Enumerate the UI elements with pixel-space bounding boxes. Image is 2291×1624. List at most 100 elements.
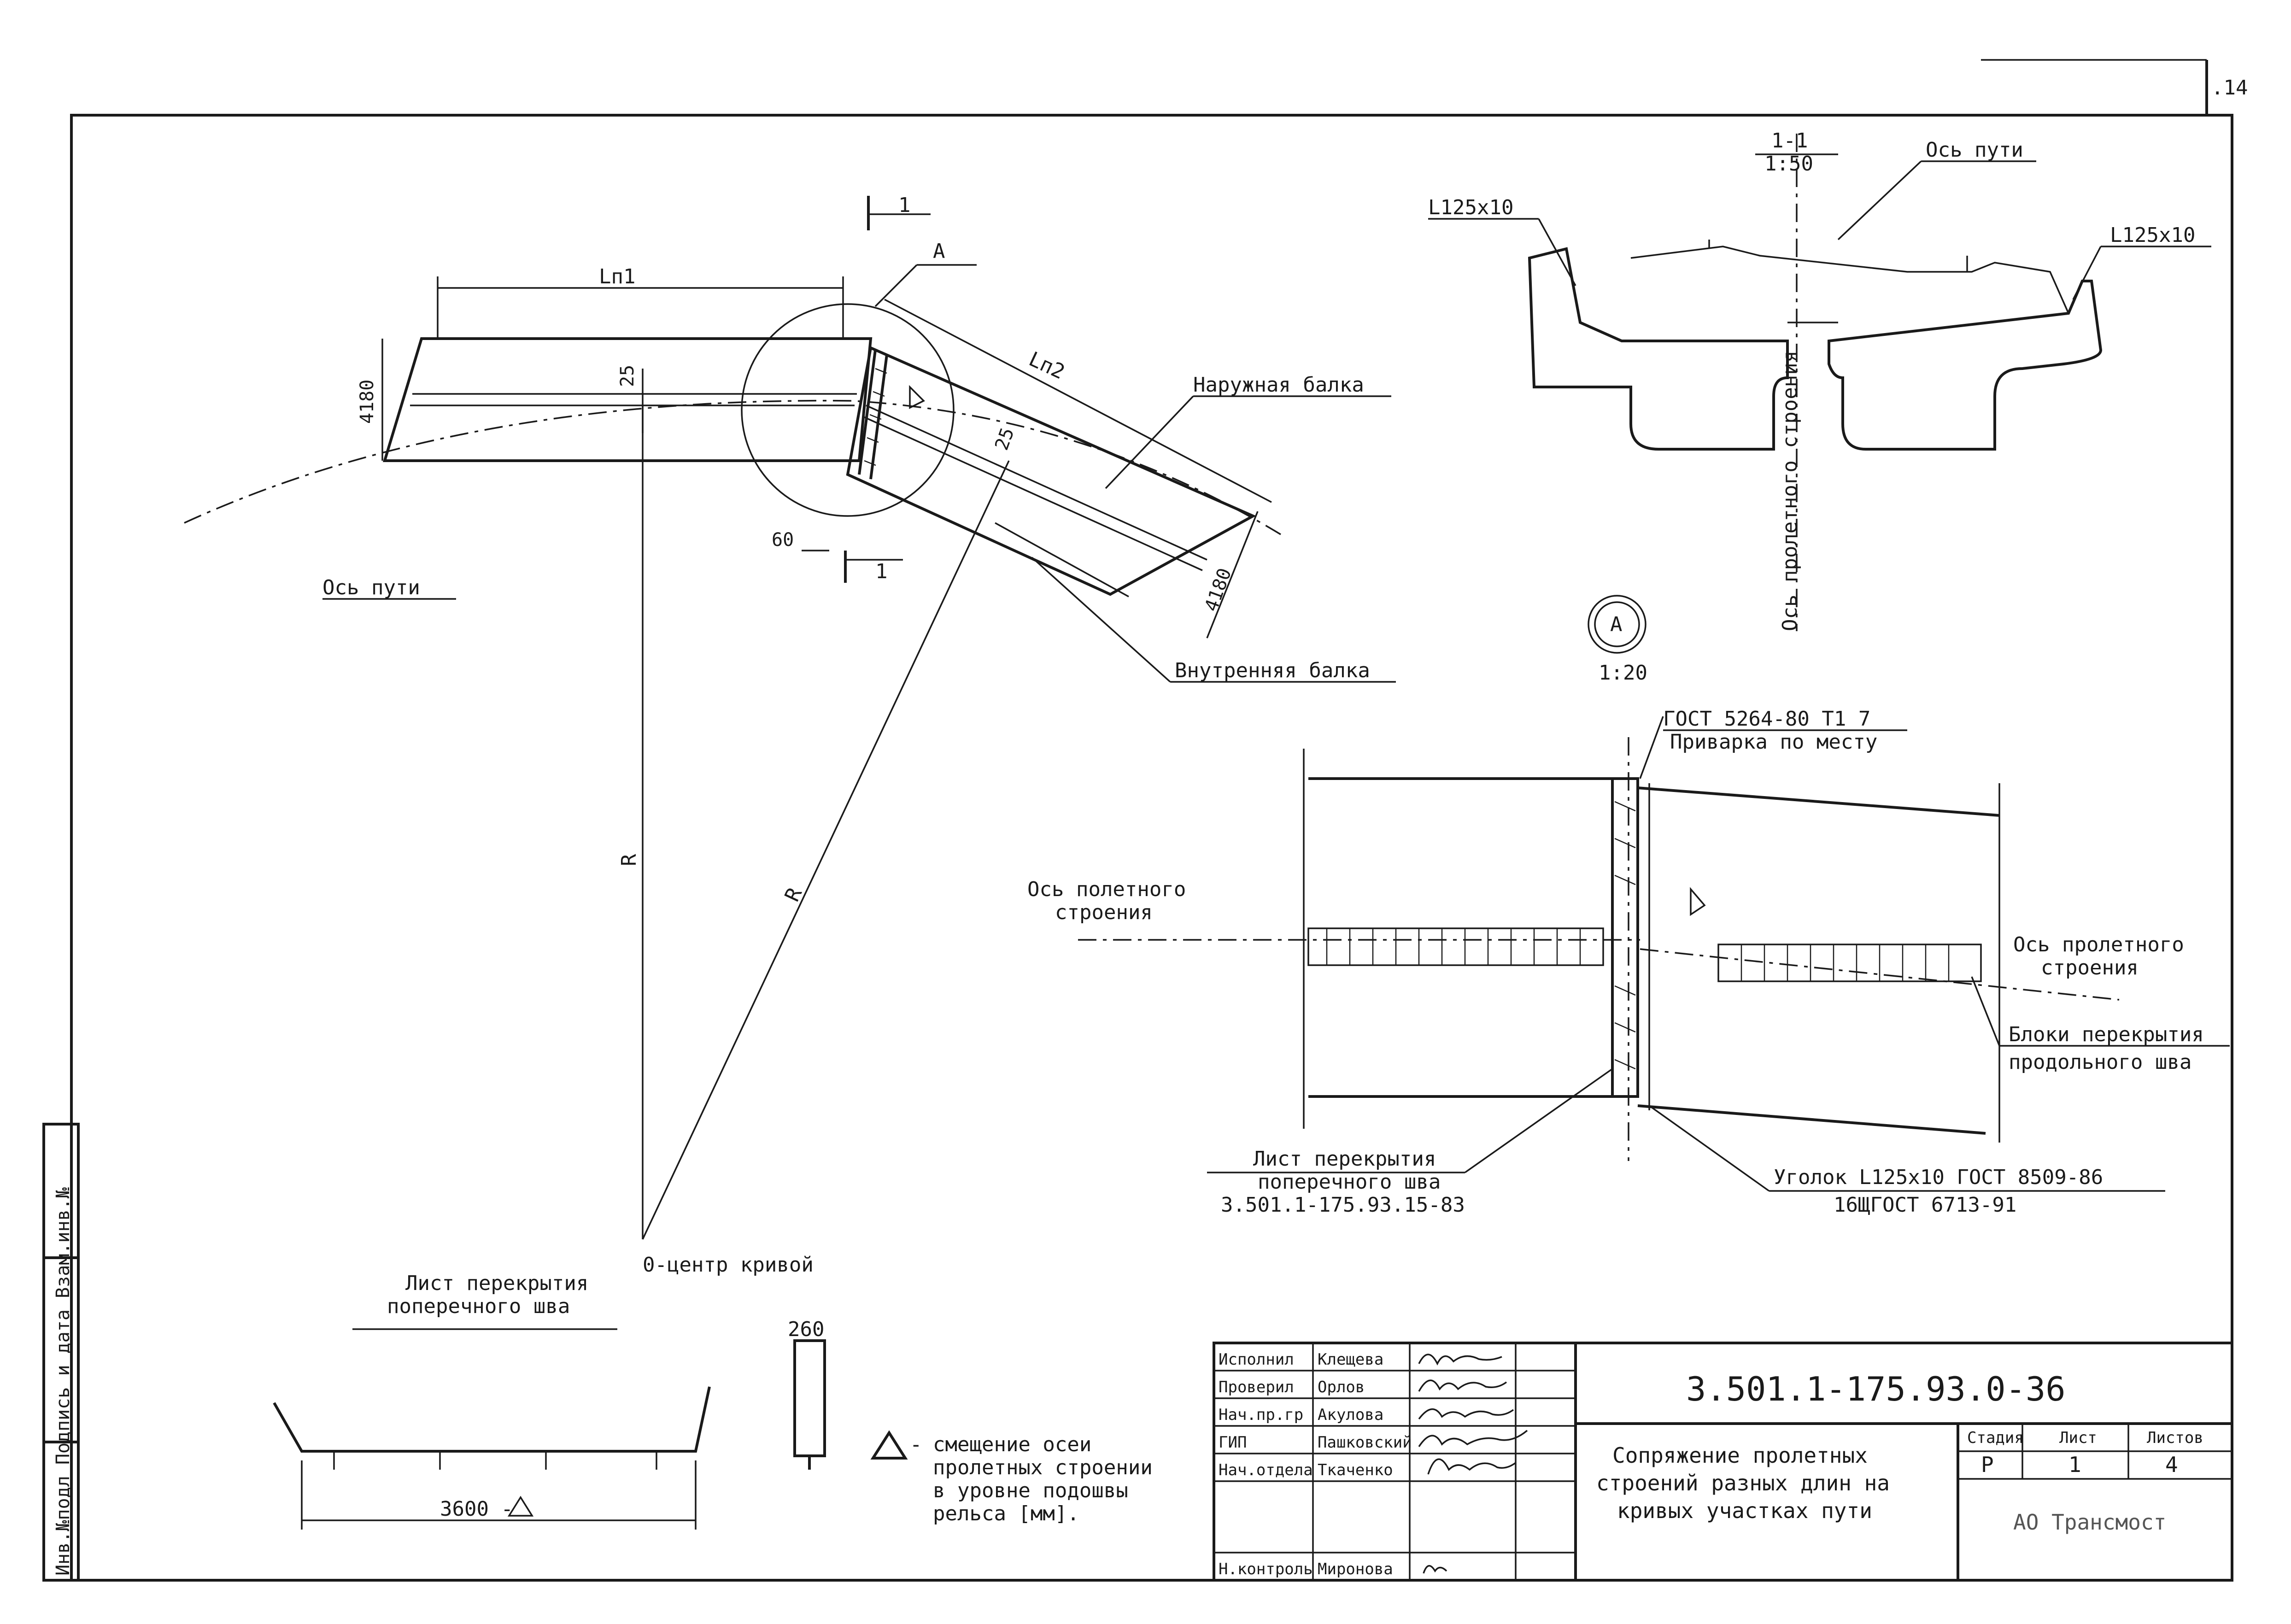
section-1-1: 1-1 1:50 Ось пути L125x10 L125x10 Ось пр…	[1428, 129, 2211, 631]
tb-sheets-label: Листов	[2147, 1429, 2203, 1447]
tb-stage: Р	[1981, 1452, 1994, 1477]
radius-label-1: R	[617, 854, 641, 866]
detail-angle-2: 16ЩГОСТ 6713-91	[1834, 1193, 2016, 1217]
signature-5	[1427, 1458, 1517, 1475]
tb-sheet: 1	[2068, 1452, 2081, 1477]
detail-delta-marker	[1690, 887, 1706, 916]
tb-org: АО Трансмост	[2013, 1510, 2166, 1535]
sheet-detail-title-1: Лист перекрытия	[405, 1272, 588, 1295]
section-title: 1-1	[1771, 129, 1808, 152]
tb-name-5: Ткаченко	[1318, 1461, 1393, 1479]
legend-dash: -	[910, 1433, 922, 1456]
weld-note: Приварка по месту	[1670, 730, 1877, 754]
tb-role-1: Исполнил	[1219, 1350, 1294, 1369]
stamp-strip: Инв.№подл Подпись и дата Взам.инв.№	[42, 1123, 80, 1582]
tb-description-3: кривых участках пути	[1617, 1498, 1872, 1523]
tb-name-1: Клещева	[1318, 1350, 1383, 1369]
tb-name-3: Акулова	[1318, 1406, 1383, 1424]
detail-axis-left-2: строения	[1055, 901, 1153, 924]
tb-sheet-label: Лист	[2059, 1429, 2097, 1447]
dim-width-left: 4180	[357, 380, 378, 424]
detail-a: A 1:20 ГОСТ 5264-80 Т1 7 Приварка по мес…	[1027, 595, 2230, 1217]
tb-name-7: Миронова	[1318, 1560, 1393, 1578]
detail-sheet-1: Лист перекрытия	[1253, 1147, 1436, 1171]
section-angle-left: L125x10	[1428, 196, 1513, 219]
sheet-width: 260	[788, 1318, 824, 1341]
legend: - смещение осеи пролетных строении в уро…	[870, 1430, 1153, 1525]
tb-description-1: Сопряжение пролетных	[1612, 1443, 1868, 1468]
detail-a-circle-inner	[1594, 601, 1640, 647]
tb-role-3: Нач.пр.гр	[1219, 1406, 1303, 1424]
detail-a-circle-outer	[1588, 595, 1646, 654]
callout-a-circle	[741, 303, 955, 517]
delta-marker	[909, 385, 925, 409]
tb-role-5: Нач.отдела	[1219, 1461, 1313, 1479]
dim-width-right: 4180	[1201, 565, 1236, 614]
dim-offset-right: 25	[991, 425, 1019, 453]
sheet-profile	[273, 1386, 711, 1453]
detail-sheet-2: поперечного шва	[1258, 1170, 1441, 1194]
detail-blocks-2: продольного шва	[2009, 1050, 2191, 1074]
signature-7	[1423, 1565, 1447, 1574]
right-span	[846, 346, 1256, 596]
legend-line-3: в уровне подошвы	[933, 1479, 1128, 1502]
section-mark-bottom: 1	[875, 560, 888, 583]
curve-center: 0-центр кривой	[643, 1253, 814, 1277]
sheet-detail-title-2: поперечного шва	[387, 1295, 570, 1318]
section-track-axis: Ось пути	[1926, 138, 2023, 162]
section-scale: 1:50	[1764, 152, 1813, 176]
stamp-strip-text: Инв.№подл Подпись и дата Взам.инв.№	[53, 1187, 74, 1576]
detail-blocks-1: Блоки перекрытия	[2009, 1023, 2204, 1046]
tb-stage-label: Стадия	[1967, 1429, 2024, 1447]
legend-line-4: рельса [мм].	[933, 1502, 1079, 1525]
plan-track-axis: Ось пути	[322, 576, 420, 599]
left-span	[382, 337, 873, 462]
tb-role-4: ГИП	[1219, 1433, 1247, 1452]
signature-3	[1418, 1408, 1514, 1420]
tb-role-7: Н.контроль	[1219, 1560, 1313, 1578]
outer-beam-label: Наружная балка	[1193, 373, 1364, 397]
signature-1	[1418, 1354, 1502, 1366]
section-span-axis: Ось пролетного строения	[1778, 351, 1802, 631]
detail-axis-right-1: Ось пролетного	[2013, 933, 2184, 956]
section-body-left	[1528, 247, 1789, 451]
sheet-detail: Лист перекрытия поперечного шва 3600 - 2…	[273, 1272, 826, 1530]
tb-name-4: Пашковский	[1318, 1433, 1412, 1452]
detail-axis-right-2: строения	[2041, 956, 2139, 979]
signature-2	[1418, 1379, 1507, 1392]
sheet-section	[793, 1339, 826, 1457]
legend-delta-icon	[870, 1430, 908, 1460]
title-block: Исполнил Клещева Проверил Орлов Нач.пр.г…	[1213, 1342, 2233, 1582]
track-axis-curve	[184, 399, 1281, 535]
inner-beam-label: Внутренняя балка	[1175, 659, 1370, 682]
dim-l1: Lп1	[599, 265, 635, 288]
detail-a-label: A	[1610, 613, 1623, 636]
sheet-corner-number: .14	[2211, 76, 2248, 100]
section-mark-top: 1	[898, 193, 911, 217]
callout-a-label: A	[933, 240, 945, 263]
sheet-length-delta	[507, 1495, 534, 1517]
dim-offset-left: 25	[617, 365, 638, 387]
section-ballast	[1630, 246, 2069, 314]
detail-angle-1: Уголок L125x10 ГОСТ 8509-86	[1774, 1166, 2103, 1189]
detail-axis-left-1: Ось полетного	[1027, 878, 1186, 901]
signature-4	[1418, 1430, 1528, 1447]
tb-doc-code: 3.501.1-175.93.0-36	[1686, 1370, 2066, 1408]
sheet-frame	[70, 114, 2233, 1582]
plan-view: Lп1 4180 25 Lп2 4180 25 60	[184, 193, 1396, 1277]
legend-line-1: смещение осеи	[933, 1433, 1091, 1456]
section-body-right	[1828, 280, 2103, 451]
weld-standard: ГОСТ 5264-80 Т1 7	[1663, 707, 1870, 731]
detail-sheet-3: 3.501.1-175.93.15-83	[1221, 1193, 1465, 1217]
section-angle-right: L125x10	[2110, 223, 2195, 247]
radius-label-2: R	[780, 884, 807, 905]
dim-l2: Lп2	[1025, 347, 1068, 384]
tb-role-2: Проверил	[1219, 1378, 1294, 1396]
radius-line-2	[642, 460, 1010, 1240]
sheet-length: 3600 -	[440, 1497, 513, 1521]
tb-description-2: строений разных длин на	[1596, 1471, 1890, 1495]
detail-a-scale: 1:20	[1599, 661, 1647, 685]
dim-gap: 60	[772, 529, 794, 551]
legend-line-2: пролетных строении	[933, 1456, 1153, 1479]
